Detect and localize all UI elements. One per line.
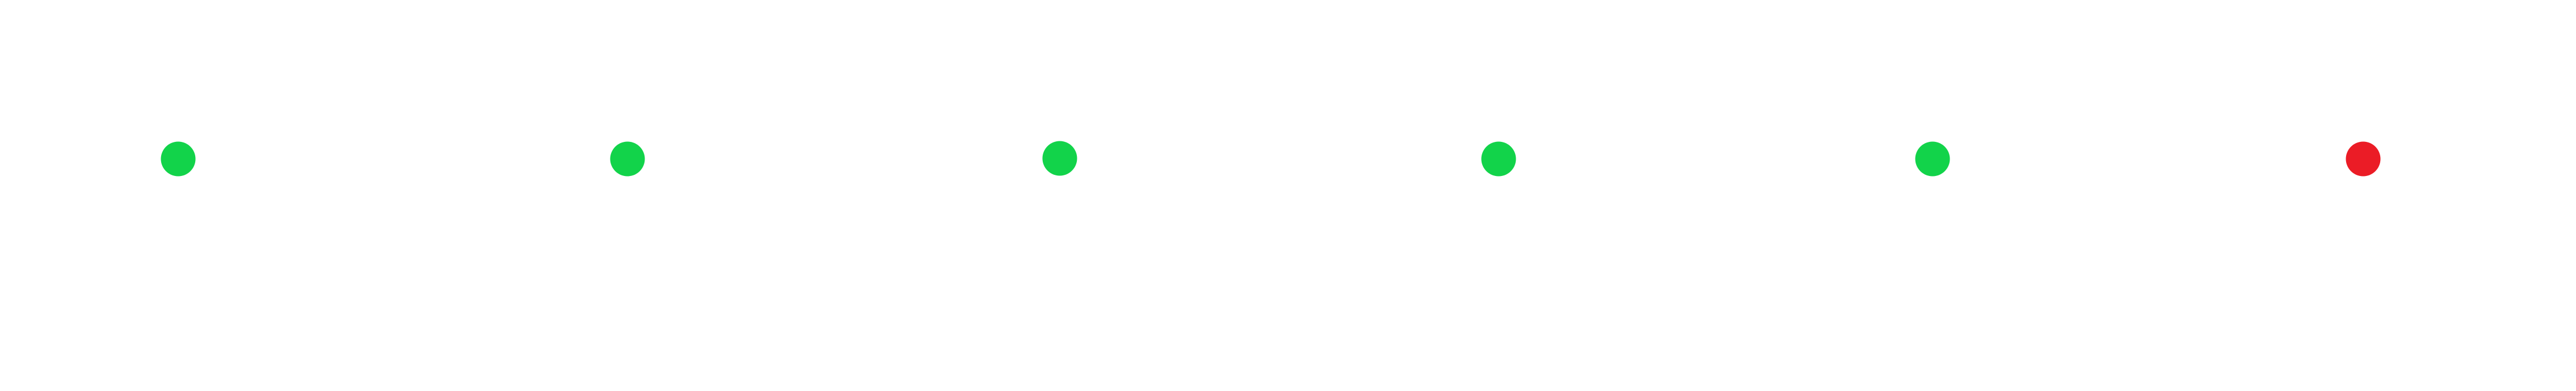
status-dot-icon: ok — [610, 141, 645, 177]
status-dot-icon: error — [2346, 141, 2381, 177]
status-dot-icon: ok — [161, 141, 196, 177]
status-dot-icon: ok — [1042, 141, 1077, 176]
status-dot-icon: ok — [1915, 141, 1950, 177]
status-dot-icon: ok — [1481, 141, 1516, 177]
